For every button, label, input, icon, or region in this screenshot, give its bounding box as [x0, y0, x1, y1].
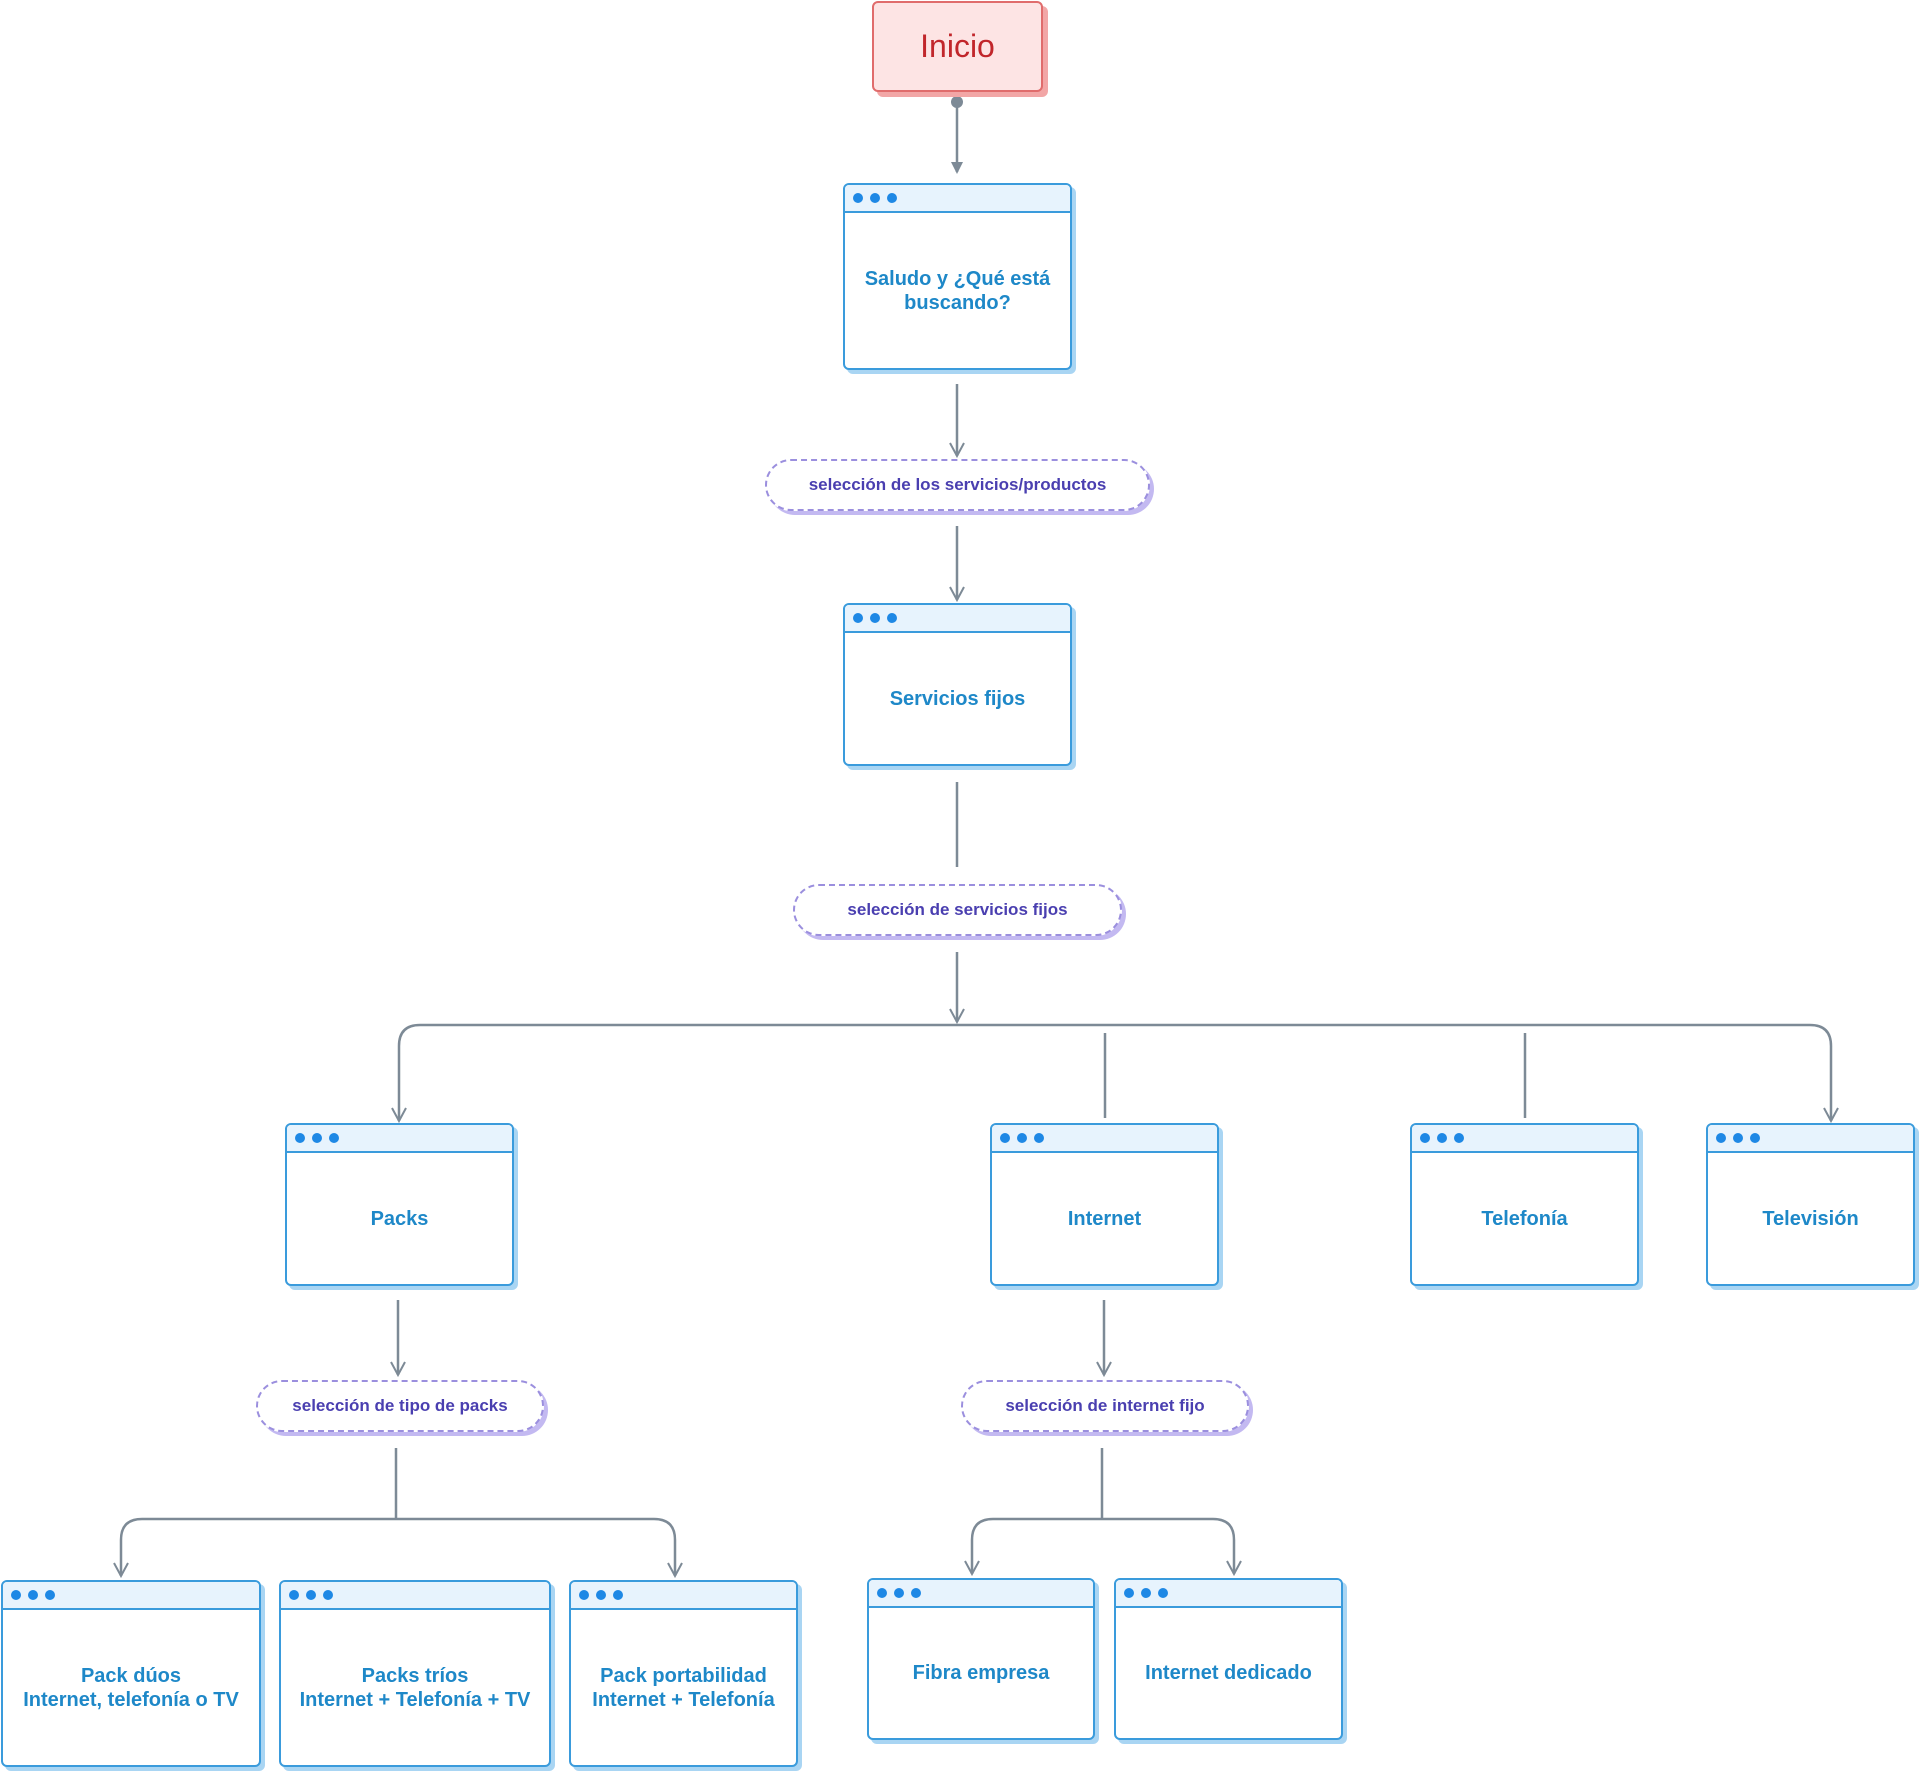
- window-dot-icon: [911, 1588, 921, 1598]
- screen-label: Saludo y ¿Qué está: [864, 267, 1051, 290]
- window-dot-icon: [870, 613, 880, 623]
- window-dot-icon: [1420, 1133, 1430, 1143]
- decision-internet-fijo[interactable]: selección de internet fijo: [961, 1380, 1249, 1432]
- screen-label: Internet + Telefonía + TV: [299, 1688, 531, 1711]
- screen-saludo[interactable]: Saludo y ¿Qué está buscando?: [843, 183, 1072, 370]
- window-dot-icon: [1437, 1133, 1447, 1143]
- window-dot-icon: [887, 193, 897, 203]
- window-dot-icon: [887, 613, 897, 623]
- connector-branch-packs: [399, 1023, 957, 1121]
- screen-television[interactable]: Televisión: [1706, 1123, 1915, 1286]
- window-titlebar: [845, 605, 1070, 633]
- screen-packs[interactable]: Packs: [285, 1123, 514, 1286]
- decision-servicios-fijos[interactable]: selección de servicios fijos: [793, 884, 1122, 936]
- connector-branch-television: [957, 1023, 1831, 1121]
- screen-packs-trios[interactable]: Packs tríos Internet + Telefonía + TV: [279, 1580, 551, 1767]
- window-dot-icon: [1733, 1133, 1743, 1143]
- connector-packs-duos: [121, 1517, 396, 1576]
- window-dot-icon: [45, 1590, 55, 1600]
- window-dot-icon: [289, 1590, 299, 1600]
- window-dot-icon: [579, 1590, 589, 1600]
- window-titlebar: [992, 1125, 1217, 1153]
- window-dot-icon: [1716, 1133, 1726, 1143]
- decision-label: selección de los servicios/productos: [808, 475, 1107, 494]
- screen-label: Internet + Telefonía: [592, 1688, 775, 1711]
- window-dot-icon: [1158, 1588, 1168, 1598]
- connector-internet-dedicado: [1102, 1517, 1234, 1574]
- window-dot-icon: [306, 1590, 316, 1600]
- window-titlebar: [1708, 1125, 1913, 1153]
- start-label: Inicio: [920, 28, 995, 64]
- decision-label: selección de servicios fijos: [847, 900, 1068, 919]
- screen-fibra-empresa[interactable]: Fibra empresa: [867, 1578, 1095, 1740]
- decision-servicios-productos[interactable]: selección de los servicios/productos: [765, 459, 1150, 511]
- window-dot-icon: [853, 193, 863, 203]
- window-dot-icon: [1034, 1133, 1044, 1143]
- window-titlebar: [845, 185, 1070, 213]
- screen-label: Internet, telefonía o TV: [23, 1688, 239, 1711]
- window-dot-icon: [877, 1588, 887, 1598]
- window-dot-icon: [295, 1133, 305, 1143]
- screen-label: Packs tríos: [361, 1664, 469, 1687]
- window-titlebar: [3, 1582, 259, 1610]
- screen-label: Packs: [370, 1207, 429, 1230]
- start-node[interactable]: Inicio: [872, 1, 1043, 92]
- decision-tipo-packs[interactable]: selección de tipo de packs: [256, 1380, 544, 1432]
- screen-label: Internet: [1067, 1207, 1142, 1230]
- window-dot-icon: [613, 1590, 623, 1600]
- screen-pack-portabilidad[interactable]: Pack portabilidad Internet + Telefonía: [569, 1580, 798, 1767]
- decision-label: selección de tipo de packs: [292, 1396, 508, 1415]
- screen-pack-duos[interactable]: Pack dúos Internet, telefonía o TV: [1, 1580, 261, 1767]
- window-titlebar: [287, 1125, 512, 1153]
- window-dot-icon: [596, 1590, 606, 1600]
- decision-label: selección de internet fijo: [1005, 1396, 1205, 1415]
- screen-label: Televisión: [1762, 1207, 1859, 1230]
- window-titlebar: [1412, 1125, 1637, 1153]
- window-dot-icon: [853, 613, 863, 623]
- window-dot-icon: [11, 1590, 21, 1600]
- window-titlebar: [281, 1582, 549, 1610]
- window-dot-icon: [1141, 1588, 1151, 1598]
- screen-label: Telefonía: [1481, 1207, 1568, 1230]
- screen-label: Pack portabilidad: [600, 1664, 767, 1687]
- window-dot-icon: [28, 1590, 38, 1600]
- screen-internet[interactable]: Internet: [990, 1123, 1219, 1286]
- connector-packs-portabilidad: [396, 1517, 675, 1576]
- window-dot-icon: [870, 193, 880, 203]
- screen-internet-dedicado[interactable]: Internet dedicado: [1114, 1578, 1343, 1740]
- window-dot-icon: [329, 1133, 339, 1143]
- window-dot-icon: [1454, 1133, 1464, 1143]
- screen-label: Servicios fijos: [889, 687, 1026, 710]
- screen-label: Pack dúos: [80, 1664, 182, 1687]
- connector-internet-fibra: [972, 1517, 1102, 1574]
- screen-servicios-fijos[interactable]: Servicios fijos: [843, 603, 1072, 766]
- screen-label: Internet dedicado: [1145, 1662, 1312, 1684]
- screen-label: Fibra empresa: [912, 1662, 1050, 1684]
- window-dot-icon: [1124, 1588, 1134, 1598]
- screen-label: buscando?: [904, 291, 1011, 314]
- window-titlebar: [1116, 1580, 1341, 1608]
- window-dot-icon: [323, 1590, 333, 1600]
- screen-telefonia[interactable]: Telefonía: [1410, 1123, 1639, 1286]
- window-dot-icon: [312, 1133, 322, 1143]
- window-dot-icon: [1000, 1133, 1010, 1143]
- window-dot-icon: [1017, 1133, 1027, 1143]
- window-titlebar: [869, 1580, 1093, 1608]
- window-dot-icon: [1750, 1133, 1760, 1143]
- window-titlebar: [571, 1582, 796, 1610]
- window-dot-icon: [894, 1588, 904, 1598]
